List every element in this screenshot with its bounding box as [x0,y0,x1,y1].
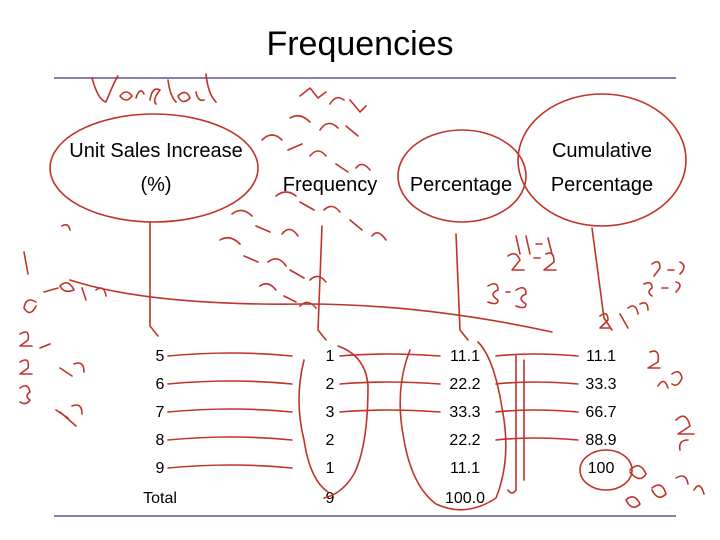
table-cell-frequency: 1 [325,348,335,365]
table-cell-cumulative: 100 [587,460,615,477]
table-total-percentage: 100.0 [444,490,486,507]
connector-row-lines [167,352,579,469]
table-cell-percentage: 33.3 [449,404,481,421]
table-cell-value: 9 [155,460,165,477]
arrow-left-sweep [69,279,553,333]
table-cell-percentage: 22.2 [449,376,481,393]
arrow-percentage-down [455,233,469,341]
table-cell-cumulative: 66.7 [585,404,617,421]
slide-title: Frequencies [266,25,454,63]
header-unit-sales-increase: Unit Sales Increase [69,140,243,162]
table-cell-frequency: 2 [325,376,335,393]
table-cell-frequency: 1 [325,460,335,477]
table-cell-frequency: 3 [325,404,335,421]
scribble-percentage-notes [487,235,557,309]
table-total-frequency: 9 [325,490,335,507]
header-percentage: Percentage [409,174,513,196]
top-divider [54,77,676,79]
arrow-cumulative-down [591,227,613,331]
arrow-variable-down [149,221,159,337]
table-cell-frequency: 2 [325,432,335,449]
table-cell-percentage: 11.1 [450,348,480,365]
table-cell-percentage: 22.2 [449,432,481,449]
table-cell-value: 5 [155,348,165,365]
scribble-left-margin [19,223,107,427]
table-cell-cumulative: 33.3 [585,376,617,393]
header-cumulative: Cumulative [551,140,653,162]
bracket-cumulative-column [507,355,525,494]
table-cell-cumulative: 11.1 [586,348,616,365]
table-cell-value: 7 [155,404,165,421]
table-total-label: Total [143,490,177,507]
bottom-divider [54,515,676,517]
table-cell-value: 6 [155,376,165,393]
arrow-frequency-down [317,225,327,341]
header-unit-sales-increase-unit: (%) [140,174,172,196]
table-cell-value: 8 [155,432,165,449]
header-cumulative-percentage: Percentage [550,174,654,196]
table-cell-cumulative: 88.9 [585,432,617,449]
table-cell-percentage: 11.1 [450,460,480,477]
header-frequency: Frequency [282,174,378,196]
